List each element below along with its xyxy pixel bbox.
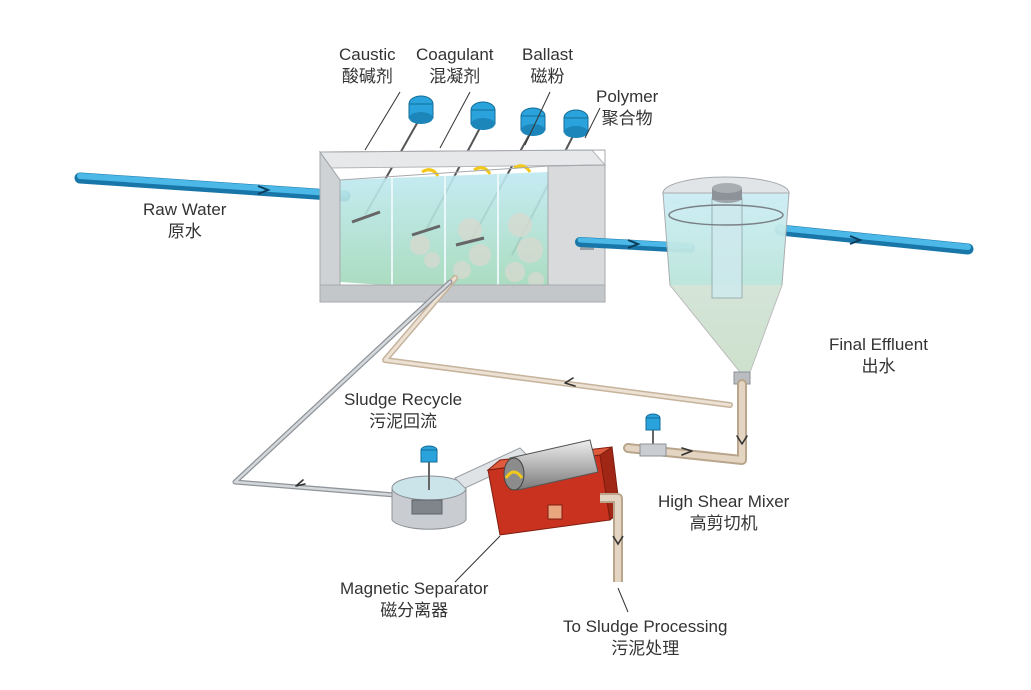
magnetic-separator-label-zh: 磁分离器 — [380, 601, 449, 620]
magnetic-separator — [454, 439, 624, 582]
final-effluent-label-en: Final Effluent — [829, 335, 928, 354]
flow-arrow-icon — [612, 535, 624, 546]
tank-mixer-motor-icon — [420, 449, 438, 463]
caustic-label-zh: 酸碱剂 — [341, 67, 393, 86]
final-effluent-label: Final Effluent 出水 — [829, 334, 928, 378]
caustic-label: Caustic 酸碱剂 — [339, 44, 396, 88]
raw-water-label-en: Raw Water — [143, 200, 227, 219]
high-shear-mixer-label-en: High Shear Mixer — [658, 492, 790, 511]
flow-arrow-icon — [421, 164, 532, 177]
ballast-dosing-motor-icon — [520, 107, 546, 136]
polymer-label-en: Polymer — [596, 87, 659, 106]
mixing-tank — [319, 149, 607, 303]
ballast-return-pipe — [232, 279, 453, 498]
flow-arrow-icon — [849, 235, 863, 245]
to-sludge-processing-label-zh: 污泥处理 — [611, 639, 680, 658]
flow-arrow-icon — [627, 239, 641, 249]
high-shear-mixer-label: High Shear Mixer 高剪切机 — [658, 491, 789, 535]
flow-arrow-icon — [681, 447, 693, 456]
flow-arrow-icon — [295, 479, 306, 487]
sludge-recycle-label-zh: 污泥回流 — [369, 412, 438, 431]
polymer-label-zh: 聚合物 — [601, 109, 653, 128]
magnetic-separator-label-en: Magnetic Separator — [340, 579, 489, 598]
polymer-label: Polymer 聚合物 — [596, 86, 658, 130]
flow-arrow-icon — [564, 377, 576, 387]
caustic-label-en: Caustic — [339, 45, 396, 64]
rotation-arrow-icon — [504, 470, 524, 479]
to-sludge-processing-label: To Sludge Processing 污泥处理 — [563, 616, 727, 660]
clarifier — [662, 176, 790, 385]
flow-arrow-icon — [257, 185, 271, 195]
coagulant-label: Coagulant 混凝剂 — [416, 44, 494, 88]
sludge-recycle-label: Sludge Recycle 污泥回流 — [344, 389, 462, 433]
to-sludge-processing-label-en: To Sludge Processing — [563, 617, 728, 636]
ballast-recovery-tank — [391, 445, 467, 530]
raw-water-label-zh: 原水 — [167, 222, 202, 241]
magnetic-separator-label: Magnetic Separator 磁分离器 — [340, 578, 488, 622]
ballast-label-en: Ballast — [522, 45, 574, 64]
high-shear-mixer — [639, 413, 667, 457]
flow-arrow-icon — [736, 435, 748, 445]
coagulant-label-zh: 混凝剂 — [429, 67, 481, 86]
mixer-motor-icon — [645, 417, 661, 431]
coagulant-label-en: Coagulant — [416, 45, 494, 64]
ballast-label-zh: 磁粉 — [530, 67, 565, 86]
polymer-dosing-motor-icon — [563, 109, 589, 138]
ballast-label: Ballast 磁粉 — [522, 44, 573, 88]
raw-water-pipe — [74, 172, 351, 202]
raw-water-label: Raw Water 原水 — [143, 199, 226, 243]
high-shear-mixer-label-zh: 高剪切机 — [689, 514, 758, 533]
sludge-recycle-label-en: Sludge Recycle — [344, 390, 463, 409]
final-effluent-label-zh: 出水 — [861, 357, 896, 376]
coagulant-dosing-motor-icon — [470, 101, 496, 130]
leader-lines — [364, 91, 601, 151]
bottom-leader-lines — [454, 535, 629, 613]
effluent-pipe — [774, 224, 974, 255]
caustic-dosing-motor-icon — [408, 95, 434, 124]
sludge-recycle-pipe — [382, 275, 733, 408]
